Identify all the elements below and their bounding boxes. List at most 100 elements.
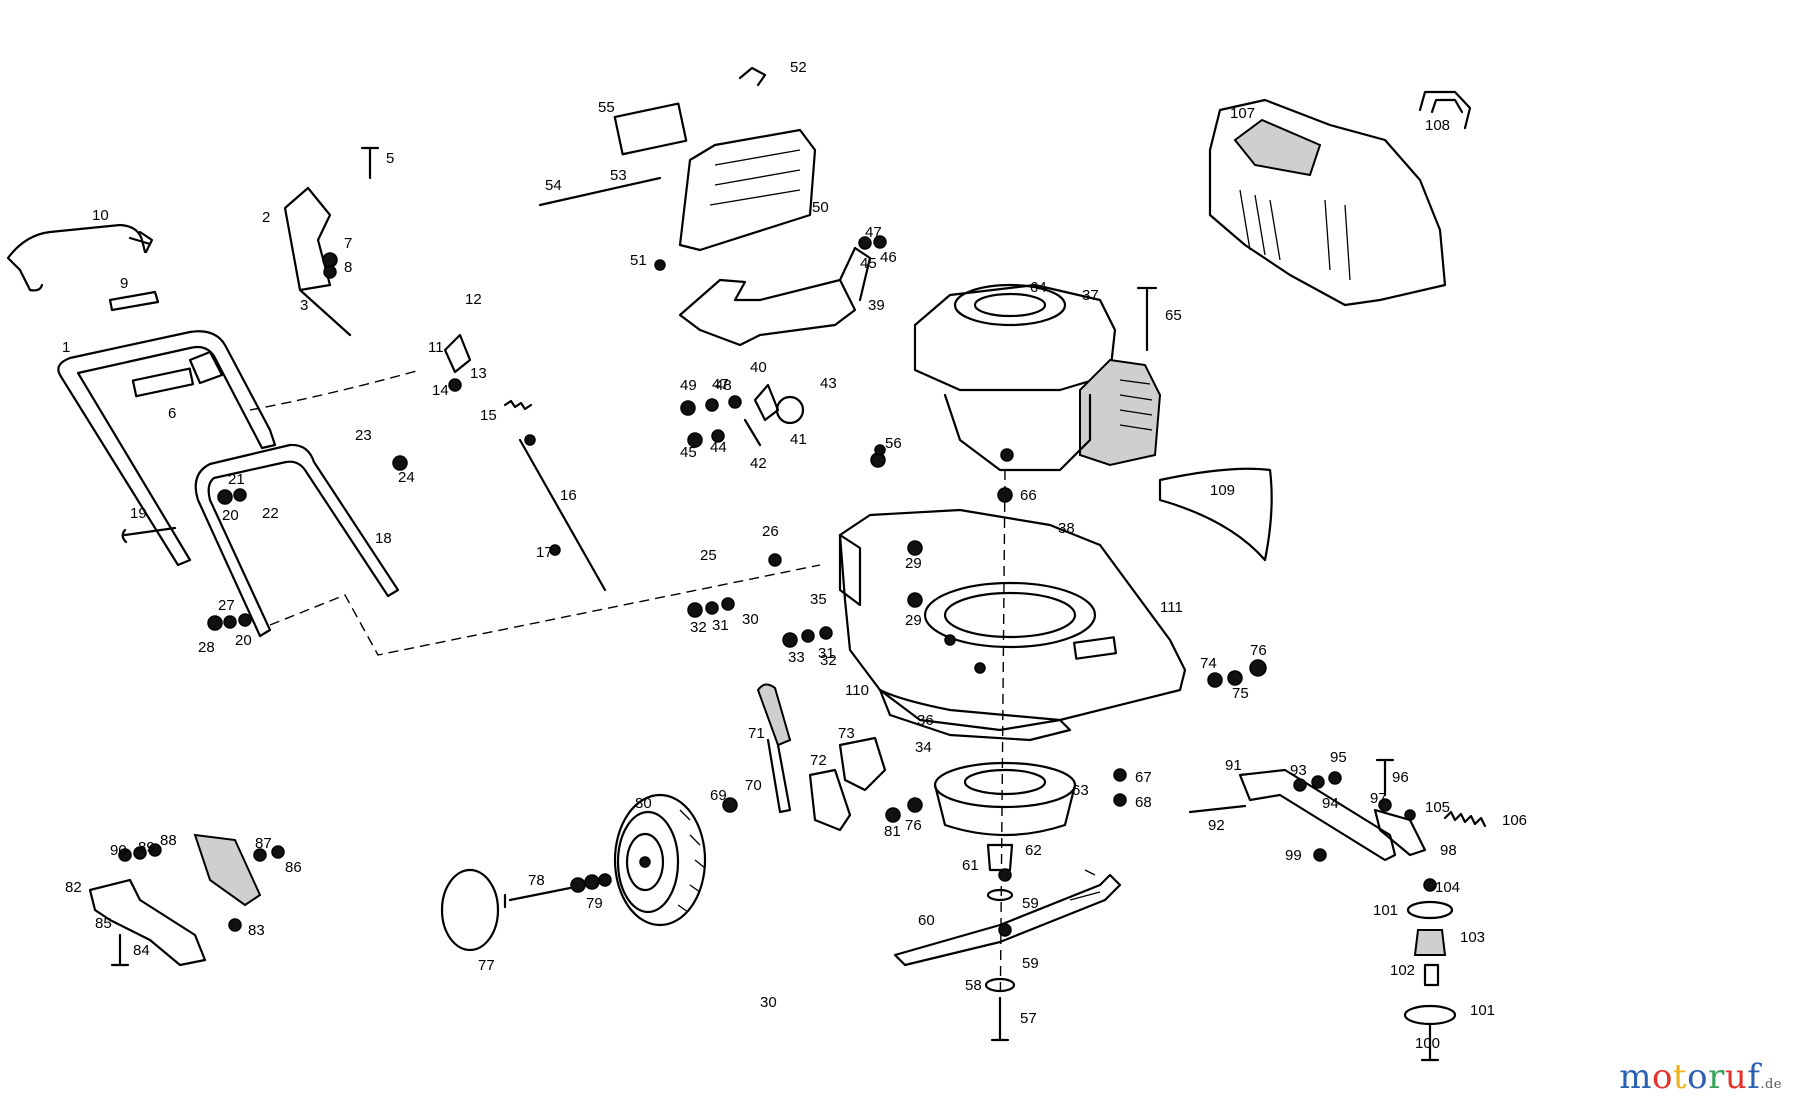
part-number-label: 6: [168, 405, 176, 422]
part-number-label: 95: [1330, 749, 1347, 766]
nut: [944, 634, 956, 646]
front-disc-upper: [1406, 900, 1454, 920]
front-disc-lower: [1403, 1004, 1457, 1026]
part-number-label: 11: [428, 339, 444, 356]
upper-handle: [57, 330, 277, 567]
bag-outline: [1208, 98, 1447, 307]
part-number-label: 35: [810, 591, 827, 608]
part-number-label: 86: [285, 859, 302, 876]
nut: [233, 488, 247, 502]
nut: [217, 489, 233, 505]
nut: [223, 615, 237, 629]
part-number-label: 45: [680, 444, 697, 461]
handle-sticker: [108, 290, 160, 312]
part-number-label: 36: [917, 712, 934, 729]
cable-spring: [503, 399, 533, 411]
rear-wheel-bracket: [88, 878, 207, 967]
part-number-label: 88: [160, 832, 177, 849]
nut: [1113, 793, 1127, 807]
control-lever: [283, 186, 352, 337]
part-number-label: 59: [1022, 955, 1039, 972]
part-number-label: 13: [470, 365, 487, 382]
nut: [1000, 448, 1014, 462]
part-number-label: 8: [344, 259, 352, 276]
assembly-axis: [999, 469, 1006, 1036]
engine-starter-cup: [953, 283, 1067, 327]
nut: [1378, 798, 1392, 812]
part-number-label: 104: [1435, 879, 1460, 896]
brand-letter: o: [1651, 1057, 1673, 1097]
part-number-label: 106: [1502, 812, 1527, 829]
part-number-label: 41: [790, 431, 807, 448]
nut: [524, 434, 536, 446]
catcher-frame-arm: [838, 246, 872, 302]
hub-cap: [440, 868, 500, 952]
adjust-segment: [838, 736, 887, 792]
part-number-label: 18: [375, 530, 392, 547]
part-number-label: 15: [480, 407, 497, 424]
part-number-label: 105: [1425, 799, 1450, 816]
part-number-label: 12: [465, 291, 482, 308]
blade-bolt: [990, 996, 1010, 1042]
nut: [997, 487, 1013, 503]
part-number-label: 70: [745, 777, 762, 794]
nut: [392, 455, 408, 471]
front-spacer: [1423, 963, 1440, 987]
part-number-label: 110: [845, 682, 869, 699]
part-number-label: 75: [1232, 685, 1249, 702]
part-number-label: 62: [1025, 842, 1042, 859]
part-number-label: 98: [1440, 842, 1457, 859]
part-number-label: 61: [962, 857, 979, 874]
part-number-label: 68: [1135, 794, 1152, 811]
nut: [1423, 878, 1437, 892]
nut: [998, 868, 1012, 882]
nut: [907, 540, 923, 556]
lower-handle: [194, 443, 400, 638]
part-number-label: 77: [478, 957, 495, 974]
part-number-label: 53: [610, 167, 627, 184]
part-number-label: 20: [222, 507, 239, 524]
nut: [448, 378, 462, 392]
part-number-label: 81: [884, 823, 901, 840]
nut: [907, 592, 923, 608]
part-number-label: 52: [790, 59, 807, 76]
part-number-label: 31: [712, 617, 729, 634]
cover-clip: [738, 66, 767, 87]
part-number-label: 67: [1135, 769, 1152, 786]
bracket-bolt-84: [110, 933, 130, 967]
wheel-rim: [625, 832, 665, 892]
nut: [858, 236, 872, 250]
wheel-tire: [613, 793, 707, 927]
engine-shroud: [913, 283, 1117, 392]
nut: [323, 265, 337, 279]
nut: [1293, 778, 1307, 792]
deck-motor-opening: [923, 581, 1097, 649]
nut: [133, 846, 147, 860]
part-number-label: 32: [690, 619, 707, 636]
part-number-label: 27: [218, 597, 235, 614]
blade-washer-upper: [986, 888, 1014, 902]
nut: [885, 807, 901, 823]
nut: [680, 400, 696, 416]
front-wheel-roller: [1413, 929, 1447, 956]
handle-bolt-19: [121, 526, 177, 544]
nut: [907, 797, 923, 813]
nut: [873, 235, 887, 249]
nut: [1113, 768, 1127, 782]
handle-clip: [138, 230, 154, 254]
nut: [998, 923, 1012, 937]
part-number-label: 50: [812, 199, 829, 216]
nut: [570, 877, 586, 893]
rear-flap-cover: [678, 128, 817, 252]
rear-wheel: [613, 793, 707, 927]
deck-label: [1072, 636, 1118, 660]
adjuster-bar: [743, 418, 762, 447]
nut: [654, 259, 666, 271]
nut: [874, 444, 886, 456]
part-number-label: 79: [586, 895, 603, 912]
part-number-label: 38: [1058, 520, 1075, 537]
part-number-label: 28: [198, 639, 215, 656]
part-number-label: 9: [120, 275, 128, 292]
engine-base: [943, 393, 1092, 472]
